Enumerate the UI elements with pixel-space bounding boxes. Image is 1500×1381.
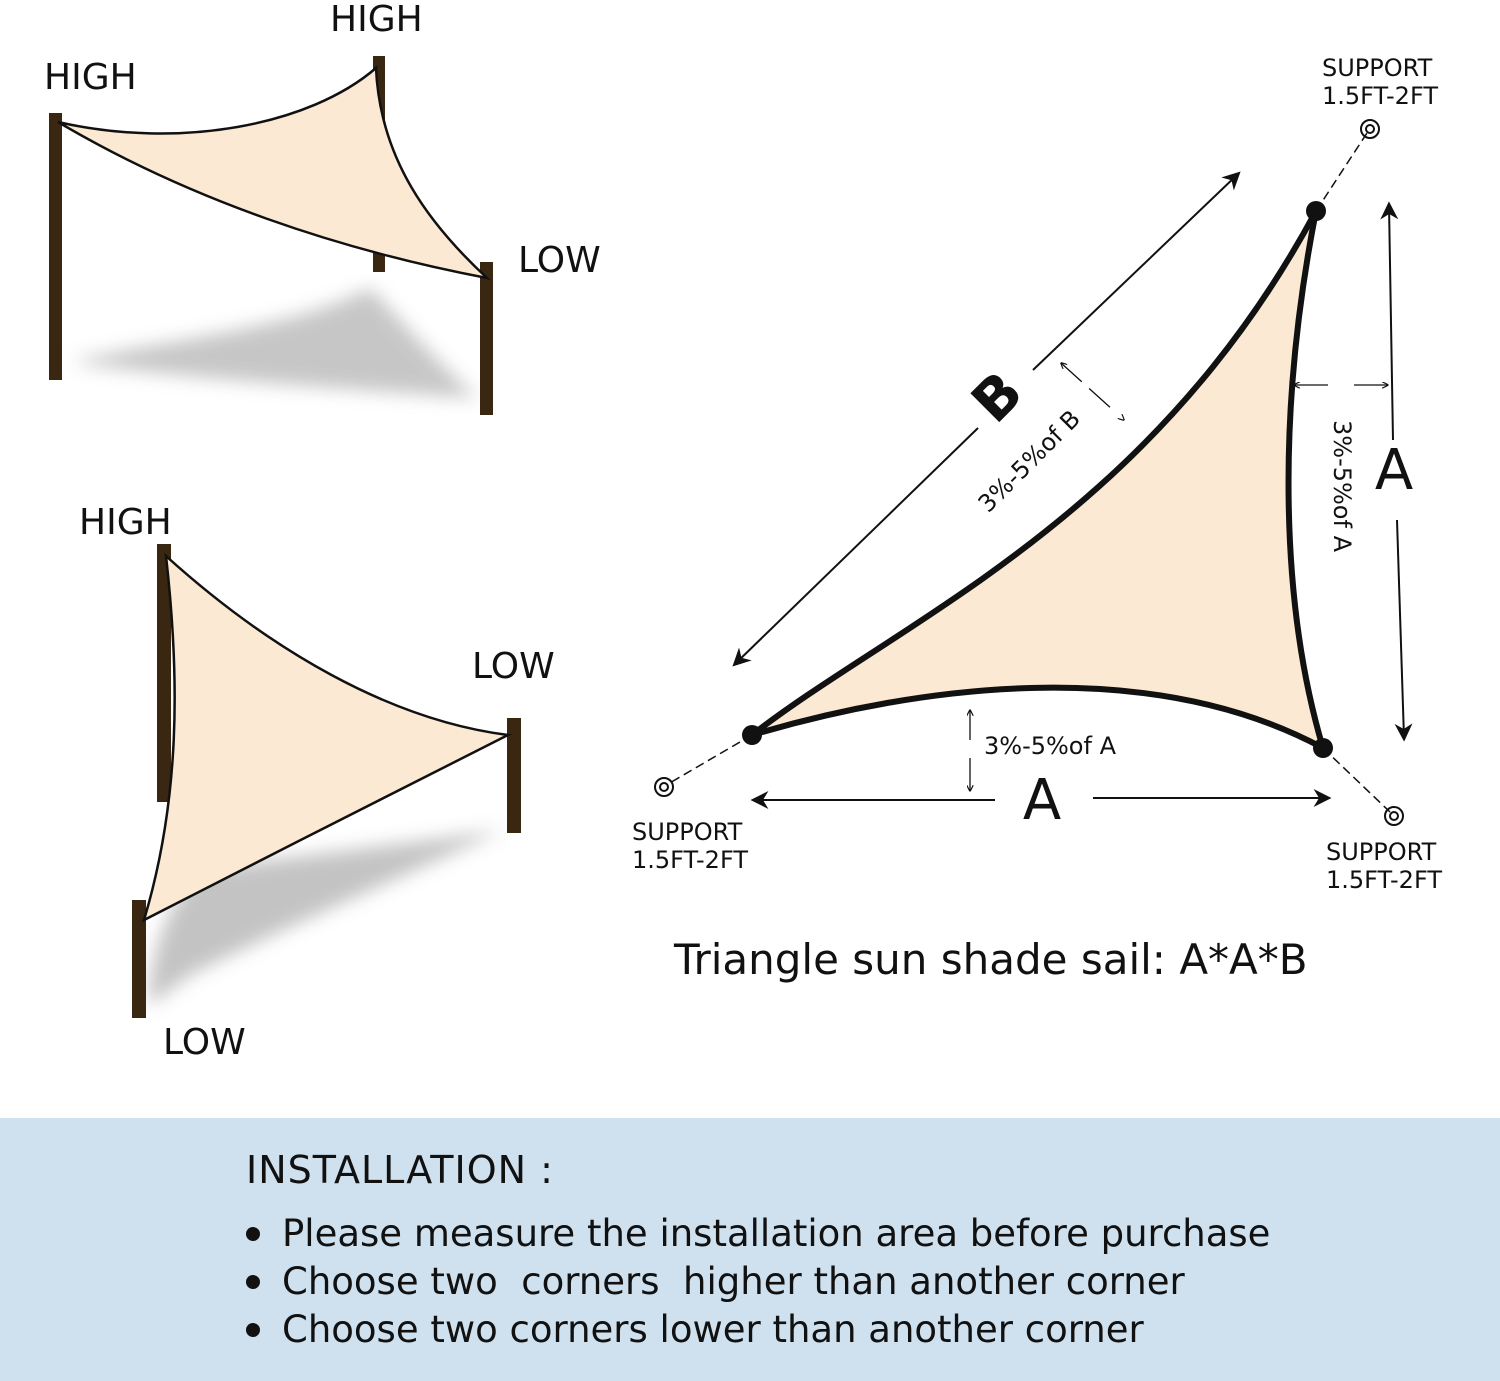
- sag-a-right-label: 3%-5%of A: [1328, 420, 1356, 553]
- support-height-left: 1.5FT-2FT: [632, 846, 748, 874]
- top-sail: [57, 65, 492, 281]
- support-anchor-top-icon: [1360, 119, 1380, 139]
- sag-a-bottom-label: 3%-5%of A: [984, 732, 1117, 760]
- dimension-a-right-label: A: [1375, 438, 1413, 503]
- installation-panel: INSTALLATION : Please measure the instal…: [0, 1118, 1500, 1381]
- list-item: Please measure the installation area bef…: [246, 1210, 1270, 1258]
- list-item-text: Choose two corners higher than another c…: [282, 1260, 1185, 1303]
- corner-ring-right: [1313, 738, 1333, 758]
- bottom-sail: [141, 552, 513, 923]
- sag-b-indicator: [1061, 363, 1124, 420]
- top-sail-shadow: [70, 288, 478, 398]
- list-item: Choose two corners higher than another c…: [246, 1258, 1270, 1306]
- corner-ring-top: [1306, 201, 1326, 221]
- support-label-top: SUPPORT: [1322, 54, 1433, 82]
- top-label-high-right: HIGH: [330, 0, 423, 40]
- bottom-pole-low-bottom: [132, 900, 146, 1018]
- bottom-pole-high: [157, 544, 171, 802]
- list-item: Choose two corners lower than another co…: [246, 1306, 1270, 1354]
- support-anchor-left-icon: [654, 777, 674, 797]
- installation-list: Please measure the installation area bef…: [246, 1210, 1270, 1354]
- bottom-label-low-right: LOW: [472, 646, 555, 687]
- dimension-b-arrow-upper: [1032, 171, 1241, 371]
- installation-title: INSTALLATION :: [246, 1148, 554, 1192]
- sun-shade-diagram: HIGH HIGH LOW HIGH LOW LOW: [44, 0, 1442, 1063]
- bottom-label-high: HIGH: [79, 502, 172, 543]
- support-height-right: 1.5FT-2FT: [1326, 866, 1442, 894]
- dimension-b-arrow-lower: [732, 427, 979, 667]
- support-height-top: 1.5FT-2FT: [1322, 82, 1438, 110]
- dimension-b-label: B: [960, 360, 1036, 436]
- sail-dimension-diagram: SUPPORT 1.5FT-2FT SUPPORT 1.5FT-2FT SUPP…: [632, 54, 1442, 984]
- bottom-pole-low-right: [507, 718, 521, 833]
- dimension-a-right-arrow-upper: [1380, 201, 1399, 441]
- support-anchor-right-icon: [1384, 806, 1404, 826]
- dimension-a-right-arrow-lower: [1394, 519, 1413, 742]
- support-label-left: SUPPORT: [632, 818, 743, 846]
- bullet-icon: [246, 1227, 260, 1241]
- bottom-sail-scene: HIGH LOW LOW: [79, 502, 555, 1063]
- sail-shape: [749, 208, 1326, 751]
- top-sail-scene: HIGH HIGH LOW: [44, 0, 601, 415]
- top-pole-right: [480, 262, 493, 415]
- corner-ring-left: [742, 725, 762, 745]
- support-line-right: [1322, 747, 1391, 813]
- support-line-left: [667, 734, 753, 785]
- dimension-a-bottom-label: A: [1023, 768, 1061, 833]
- top-pole-left: [49, 113, 62, 380]
- sag-b-label: 3%-5%of B: [973, 405, 1086, 518]
- support-line-top: [1315, 132, 1368, 212]
- support-label-right: SUPPORT: [1326, 838, 1437, 866]
- top-label-high-left: HIGH: [44, 57, 137, 98]
- bullet-icon: [246, 1323, 260, 1337]
- top-label-low: LOW: [518, 240, 601, 281]
- diagram-caption: Triangle sun shade sail: A*A*B: [673, 935, 1308, 984]
- bullet-icon: [246, 1275, 260, 1289]
- bottom-label-low-bottom: LOW: [163, 1022, 246, 1063]
- list-item-text: Choose two corners lower than another co…: [282, 1308, 1144, 1351]
- list-item-text: Please measure the installation area bef…: [282, 1212, 1271, 1255]
